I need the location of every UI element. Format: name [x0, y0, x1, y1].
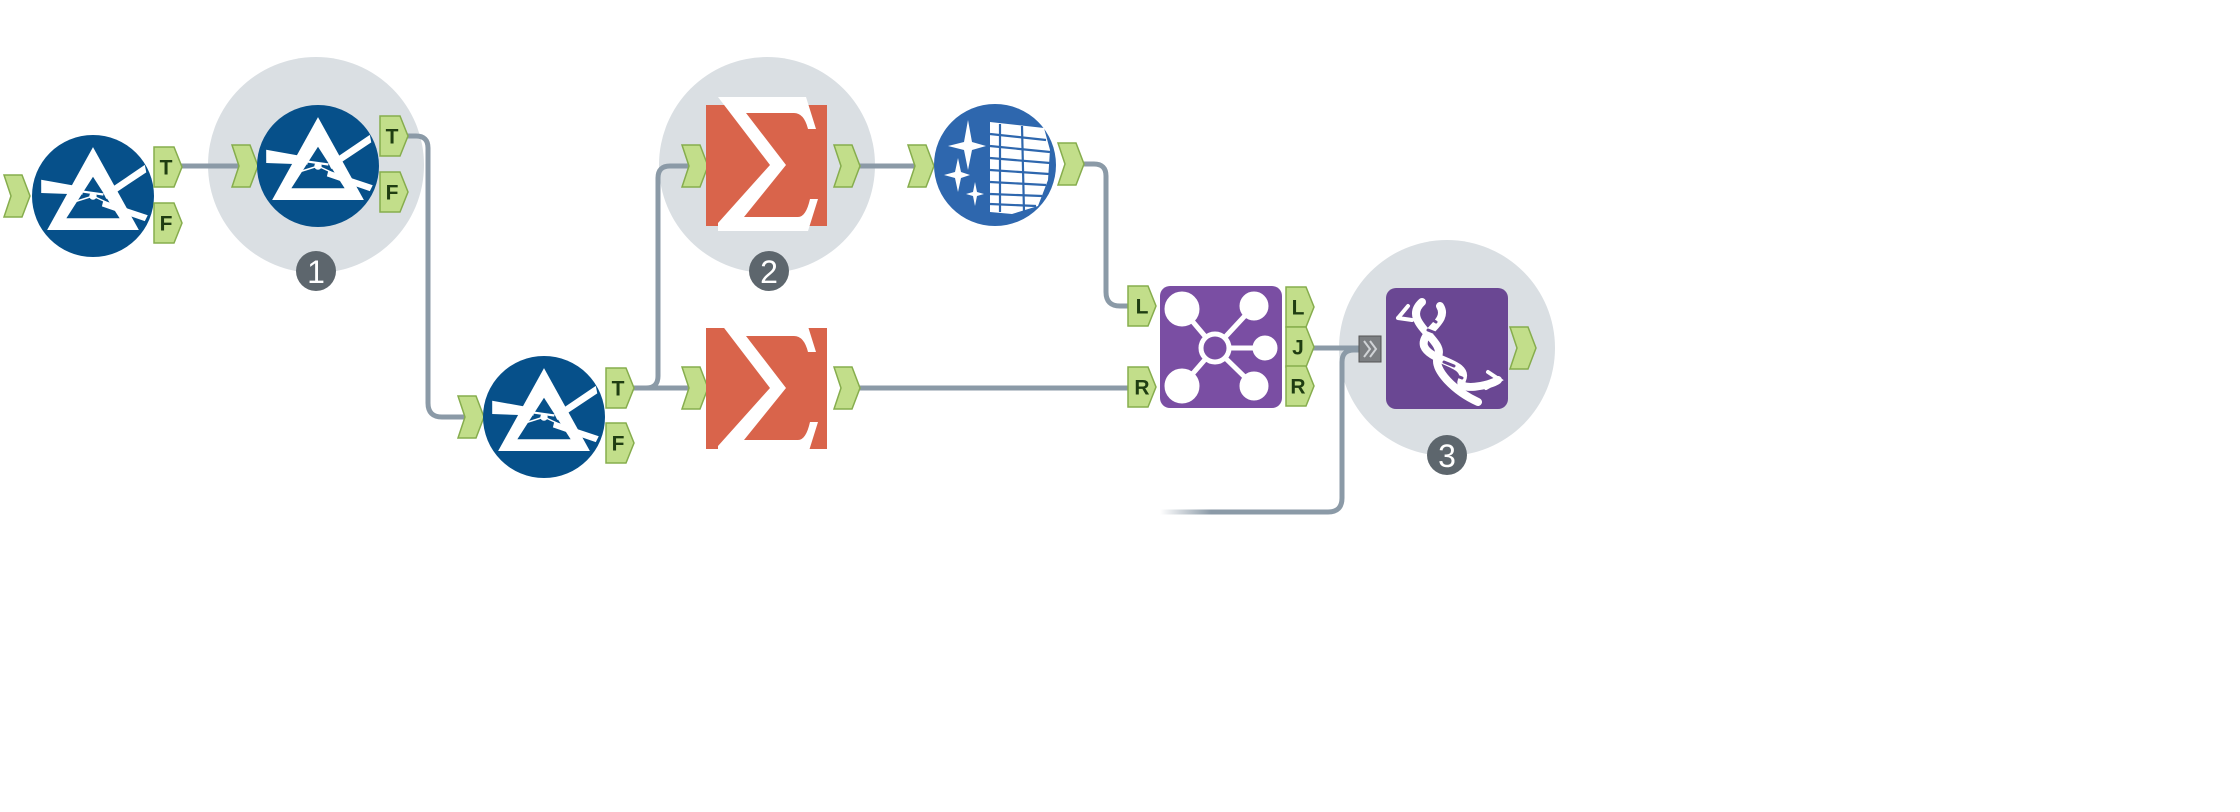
join-tool[interactable]: L R L J R [1127, 285, 1315, 408]
output-anchor[interactable] [1057, 142, 1085, 186]
output-anchor-true[interactable]: T [379, 115, 409, 157]
anchor-label-true: T [612, 378, 625, 401]
summarize-tool-1[interactable] [681, 97, 861, 231]
connector-crosstab-to-join-left[interactable] [1077, 161, 1141, 309]
summarize-tool-body[interactable] [706, 328, 827, 449]
anchor-label-left: L [1292, 297, 1305, 320]
dna-tool-body[interactable] [1386, 288, 1508, 409]
badge-number: 3 [1438, 438, 1456, 474]
cross-tab-tool[interactable] [907, 104, 1085, 226]
anchor-label-join: J [1292, 337, 1304, 360]
badge-number: 2 [760, 254, 778, 290]
badge-number: 1 [307, 254, 325, 290]
dna-helix-icon [1396, 298, 1504, 406]
badge-2: 2 [749, 251, 789, 291]
output-anchor-false[interactable]: F [153, 202, 183, 244]
output-anchor-join[interactable]: J [1285, 326, 1315, 368]
connector-filter2-to-filter3[interactable] [401, 133, 467, 420]
input-anchor[interactable] [3, 174, 31, 218]
badge-3: 3 [1427, 435, 1467, 475]
cross-tab-icon [944, 120, 1051, 214]
output-anchor-false[interactable]: F [379, 171, 409, 213]
output-anchor-right[interactable]: R [1285, 365, 1315, 407]
anchor-label-right: R [1134, 377, 1149, 400]
badge-1: 1 [296, 251, 336, 291]
anchor-label-right: R [1290, 376, 1305, 399]
connectors [175, 133, 1367, 515]
output-anchor-left[interactable]: L [1285, 286, 1315, 328]
summarize-tool-body[interactable] [706, 105, 827, 226]
filter-tool-2[interactable]: T F [231, 105, 409, 227]
output-anchor[interactable] [833, 366, 861, 410]
output-anchor-true[interactable]: T [605, 367, 635, 409]
join-icon [1164, 291, 1278, 404]
anchor-label-false: F [612, 433, 625, 456]
summarize-tool-2[interactable] [681, 320, 861, 454]
dna-tool[interactable] [1358, 288, 1537, 409]
connector-dna-secondary-to-dna[interactable] [1157, 347, 1367, 515]
anchor-label-true: T [160, 157, 173, 180]
input-anchor-right[interactable]: R [1127, 366, 1157, 408]
anchor-label-left: L [1136, 296, 1149, 319]
anchor-label-false: F [386, 182, 399, 205]
filter-tool-1[interactable]: T F [3, 135, 183, 257]
anchor-label-false: F [160, 213, 173, 236]
multi-input-anchor[interactable] [1358, 335, 1382, 363]
filter-tool-3[interactable]: T F [457, 356, 635, 478]
input-anchor-left[interactable]: L [1127, 285, 1157, 327]
anchor-label-true: T [386, 126, 399, 149]
output-anchor-true[interactable]: T [153, 146, 183, 188]
output-anchor-false[interactable]: F [605, 422, 635, 464]
